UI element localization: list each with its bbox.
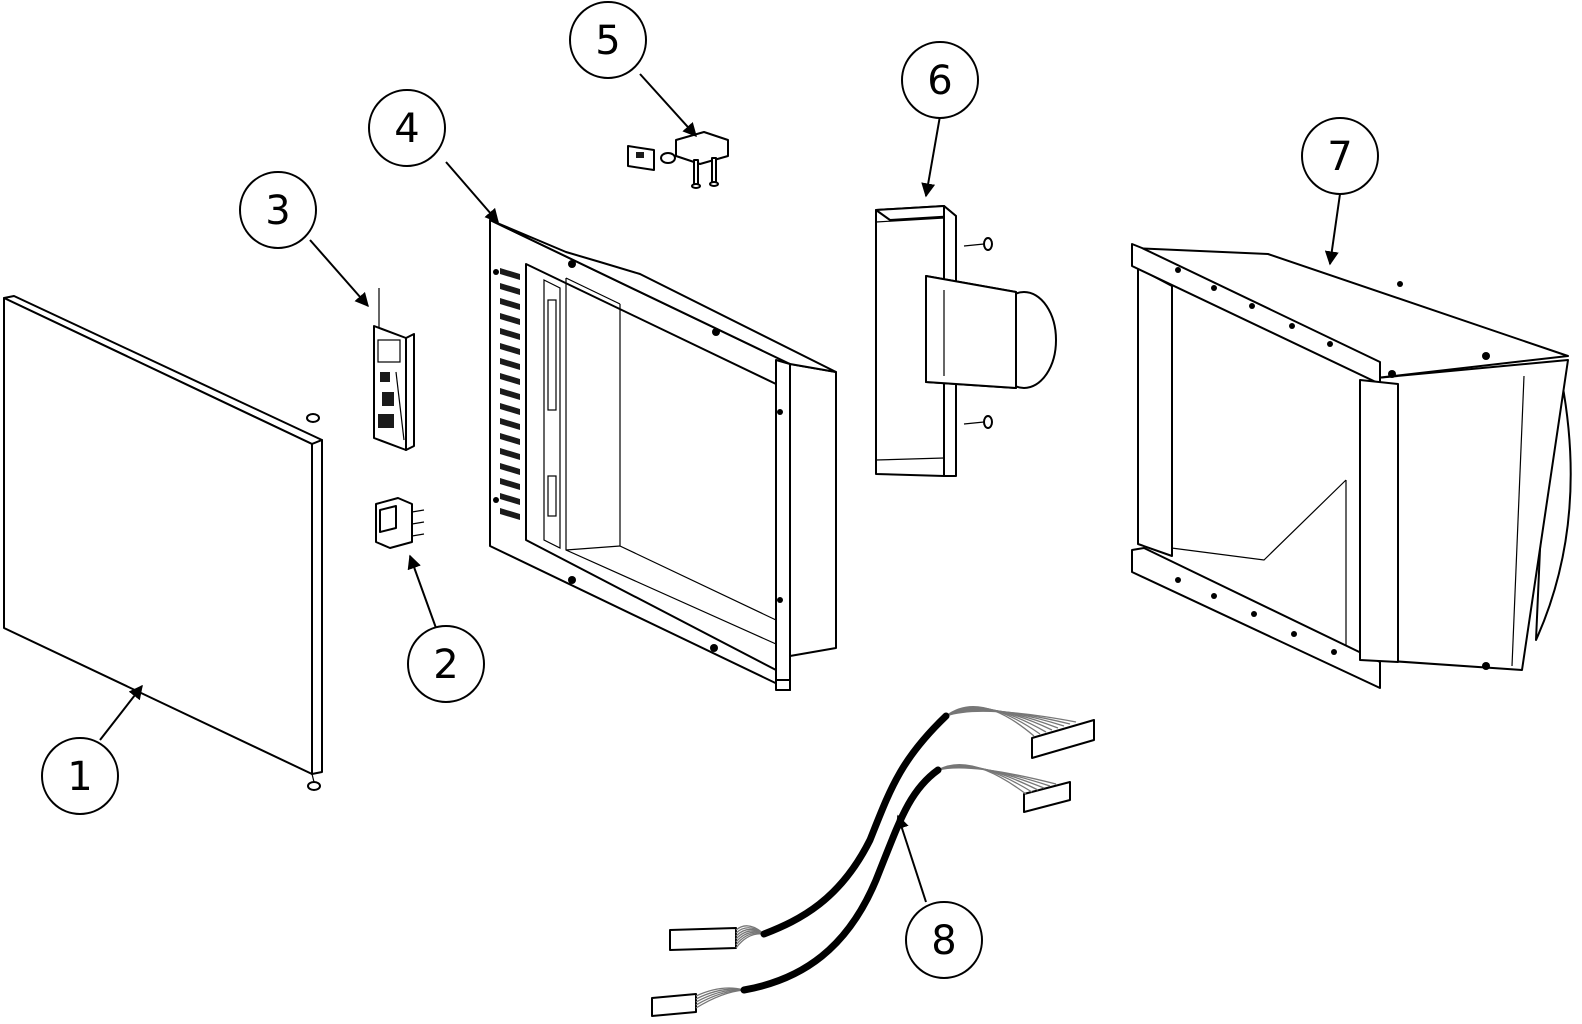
callout-8-label: 8 — [931, 918, 956, 964]
vent-slot — [500, 268, 520, 280]
part-1-front-panel — [3, 295, 323, 791]
callout-4-label: 4 — [394, 106, 419, 152]
vent-slot — [500, 373, 520, 385]
vent-slot — [500, 448, 520, 460]
part-7-housing — [1131, 243, 1572, 689]
vent-slot — [500, 418, 520, 430]
callout-4: 4 — [368, 89, 446, 167]
callout-8: 8 — [905, 901, 983, 979]
vent-slot — [500, 493, 520, 505]
callout-1-label: 1 — [67, 754, 92, 800]
leader-lines — [99, 73, 1341, 903]
harness-wires — [695, 705, 1077, 1009]
part-2-rocker-switch — [375, 497, 425, 549]
callout-7-label: 7 — [1327, 134, 1352, 180]
vent-slot — [500, 403, 520, 415]
vent-slots — [500, 268, 520, 520]
part-5-sensor-bracket — [627, 131, 729, 189]
callout-3: 3 — [239, 171, 317, 249]
vent-slot — [500, 358, 520, 370]
vent-slot — [500, 328, 520, 340]
callout-5: 5 — [569, 1, 647, 79]
harness-wire — [945, 710, 1077, 723]
harness-wire — [695, 989, 745, 1009]
callout-7: 7 — [1301, 117, 1379, 195]
part-3-control-board — [373, 288, 415, 451]
callout-2-label: 2 — [433, 642, 458, 688]
vent-slot — [500, 508, 520, 520]
callout-6: 6 — [901, 41, 979, 119]
vent-slot — [500, 343, 520, 355]
part-6-duct-adapter — [875, 205, 1057, 477]
callout-1: 1 — [41, 737, 119, 815]
harness-wire — [937, 767, 1057, 785]
vent-slot — [500, 433, 520, 445]
callout-2: 2 — [407, 625, 485, 703]
callout-3-label: 3 — [265, 188, 290, 234]
vent-slot — [500, 298, 520, 310]
vent-slot — [500, 283, 520, 295]
callout-6-label: 6 — [927, 58, 952, 104]
part-4-mounting-frame — [489, 219, 837, 691]
vent-slot — [500, 313, 520, 325]
vent-slot — [500, 388, 520, 400]
vent-slot — [500, 463, 520, 475]
callout-5-label: 5 — [595, 18, 620, 64]
part-8-wire-harness — [651, 705, 1095, 1017]
vent-slot — [500, 478, 520, 490]
